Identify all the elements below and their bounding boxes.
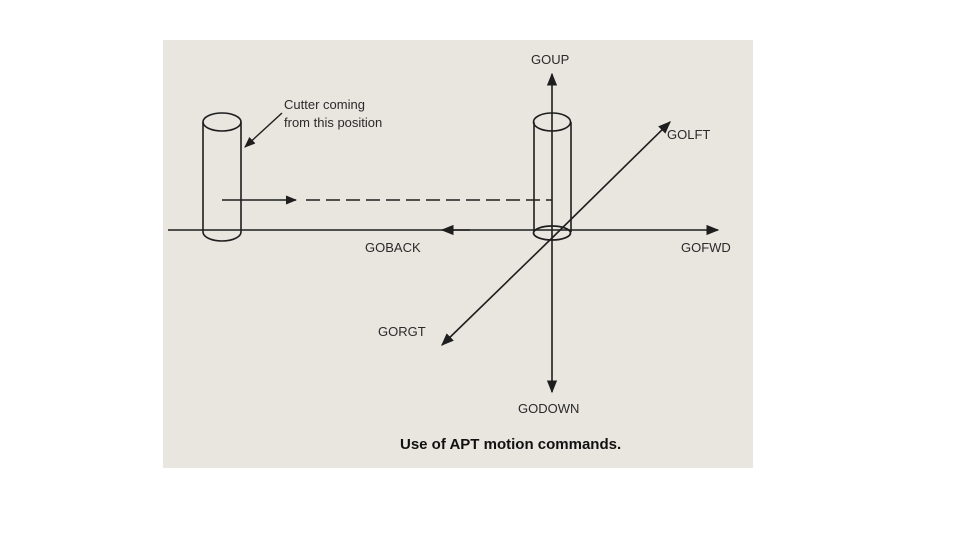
label-gofwd: GOFWD (681, 240, 731, 255)
cutter-note-line-2: from this position (284, 115, 382, 130)
label-golft: GOLFT (667, 127, 710, 142)
label-goback: GOBACK (365, 240, 421, 255)
right-cutter-cylinder (532, 112, 572, 241)
figure-caption: Use of APT motion commands. (400, 436, 621, 453)
label-goup: GOUP (531, 52, 569, 67)
scanned-figure-background (163, 40, 753, 468)
golft-arrow (551, 121, 671, 239)
label-godown: GODOWN (518, 401, 579, 416)
label-gorgt: GORGT (378, 324, 426, 339)
left-cutter-cylinder (202, 112, 242, 242)
cutter-note-leader-arrow (244, 112, 283, 148)
cutter-note-line-1: Cutter coming (284, 97, 365, 112)
gorgt-arrow (441, 237, 553, 346)
